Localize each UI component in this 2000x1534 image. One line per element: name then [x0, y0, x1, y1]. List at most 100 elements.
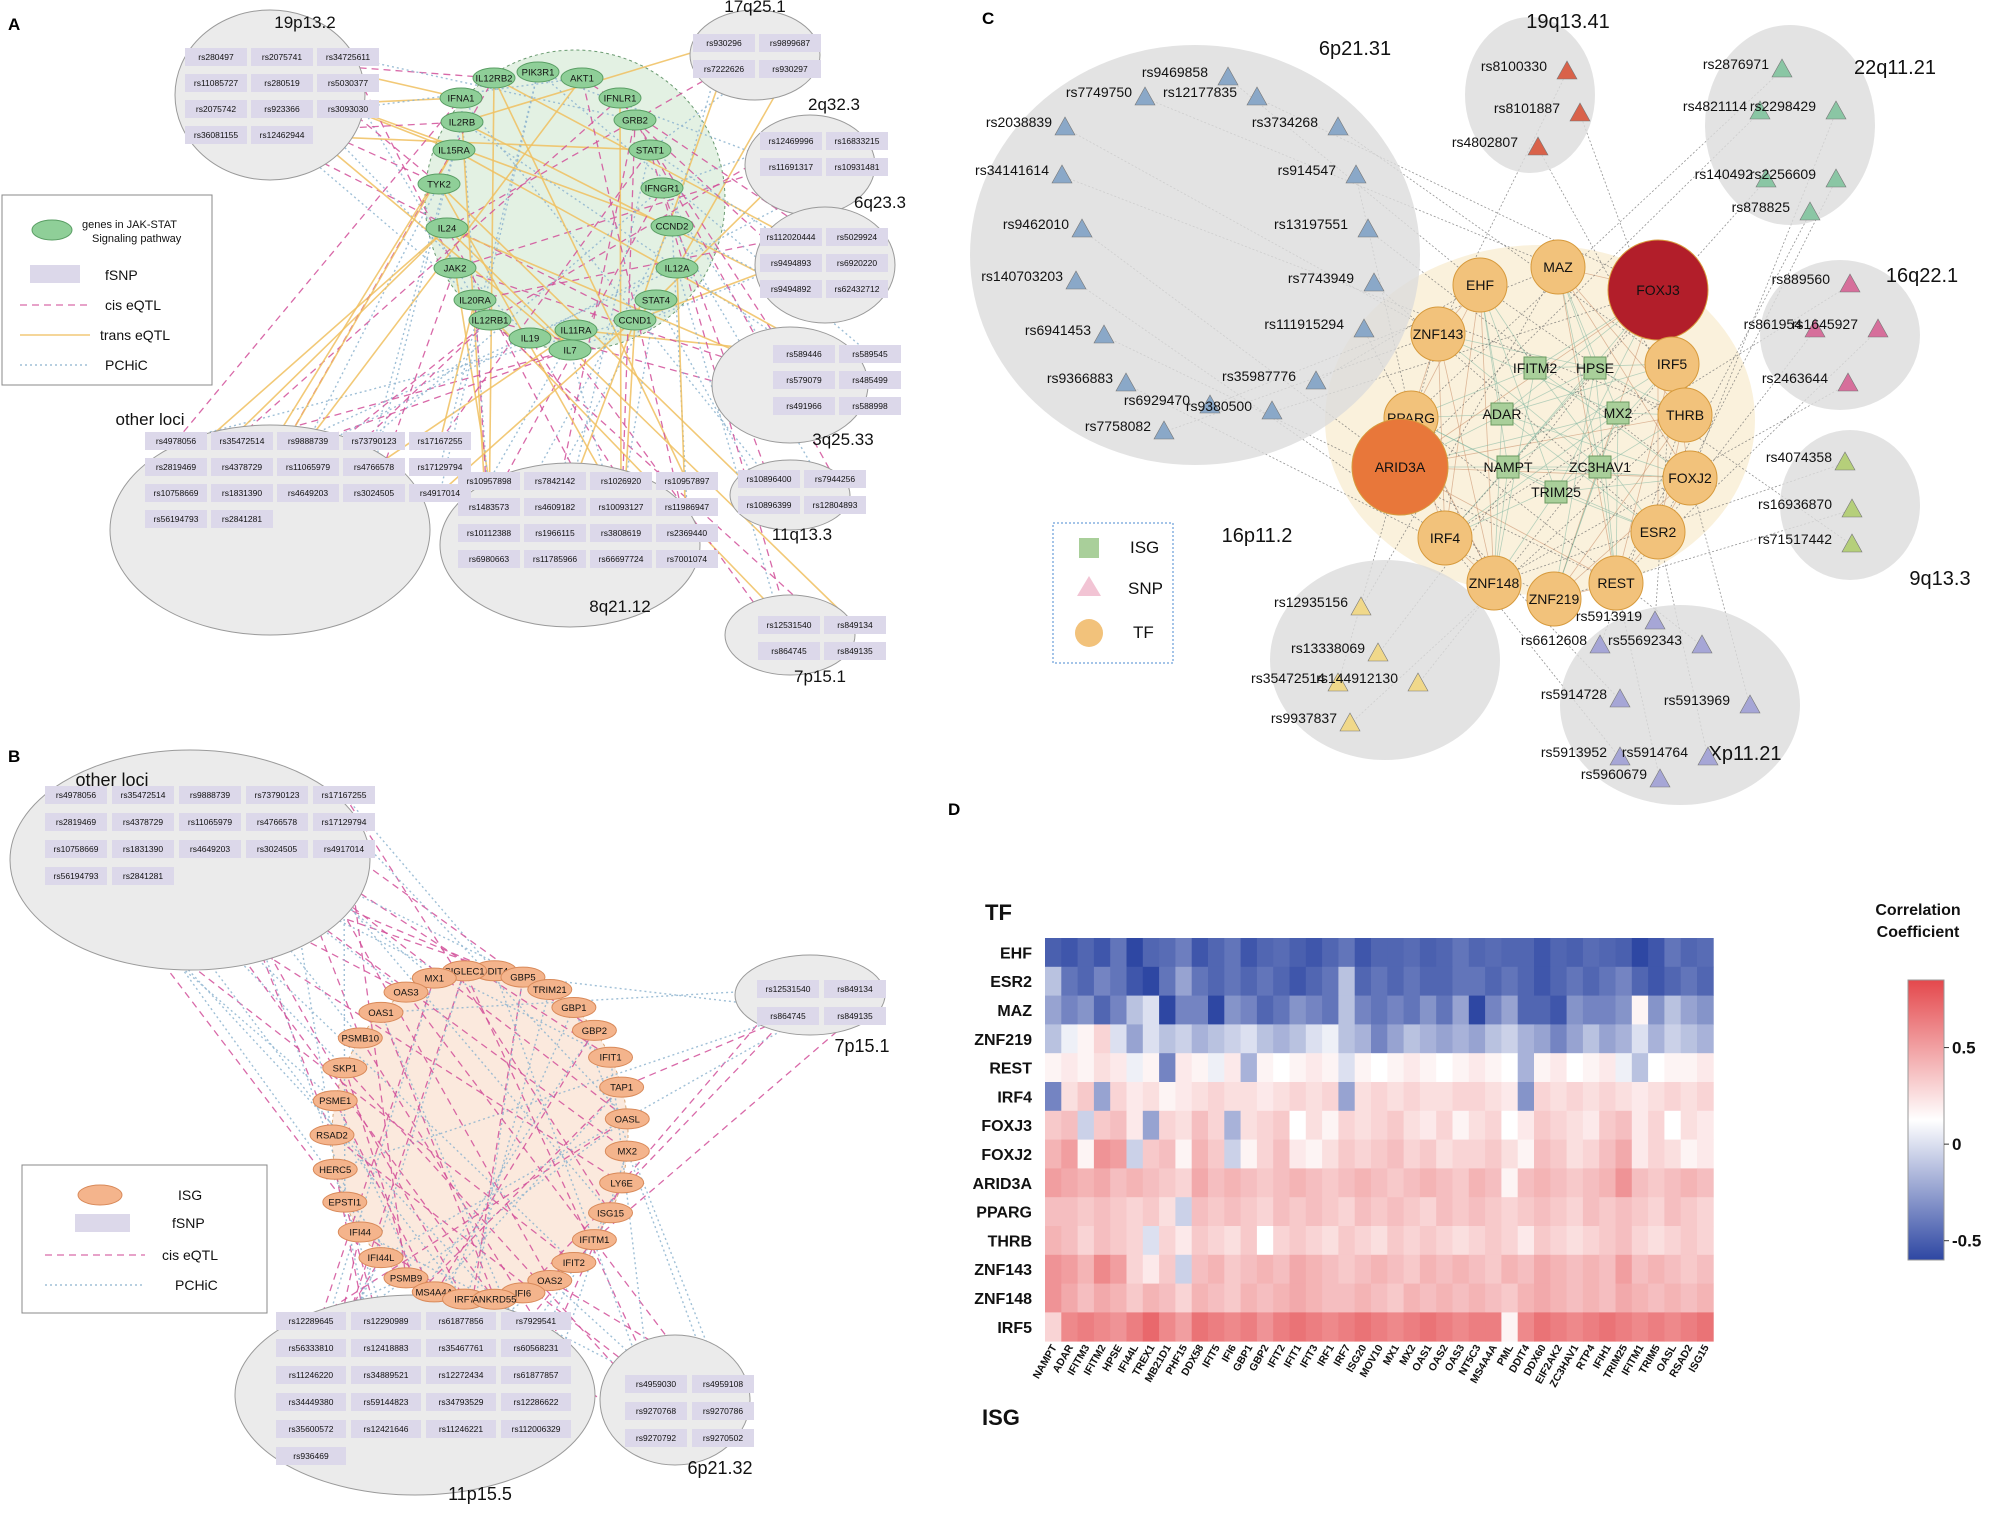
- legend-jak-swatch: [31, 219, 73, 241]
- heatmap-cell: [1289, 938, 1307, 968]
- jak-stat-gene-node: [472, 67, 516, 89]
- heatmap-cell: [1224, 938, 1241, 968]
- fsnp-box: [758, 616, 820, 634]
- snp-tf-edge: [1689, 477, 1751, 707]
- tf-node-label: FOXJ3: [1636, 282, 1680, 298]
- fsnp-label: rs1831390: [123, 844, 163, 854]
- heatmap-cell: [1305, 995, 1323, 1025]
- heatmap-cell: [1110, 995, 1127, 1025]
- heatmap-cell: [1256, 1168, 1274, 1198]
- heatmap-cell: [1045, 966, 1062, 996]
- heatmap-cell: [1322, 995, 1339, 1025]
- tf-isg-edge: [1501, 413, 1659, 533]
- jak-stat-gene-label: PIK3R1: [522, 68, 555, 79]
- snp-label: rs914547: [1278, 162, 1337, 178]
- jak-stat-gene-node: [613, 109, 657, 131]
- snp-label: rs140492: [1695, 166, 1754, 182]
- heatmap-cell: [1599, 1053, 1616, 1083]
- heatmap-cell: [1599, 1024, 1616, 1054]
- heatmap-cell: [1322, 966, 1339, 996]
- snp-triangle: [1261, 400, 1283, 420]
- heatmap-cell: [1322, 1082, 1339, 1112]
- fsnp-box: [112, 813, 174, 831]
- heatmap-row-label: REST: [989, 1061, 1032, 1078]
- snp-label: rs8100330: [1481, 58, 1547, 74]
- heatmap-cell: [1256, 1283, 1274, 1313]
- heatmap-cell: [1697, 1110, 1714, 1140]
- isg-gene-label: EPSTI1: [328, 1198, 361, 1209]
- isg-gene-node: [571, 1229, 617, 1251]
- snp-label: rs889560: [1772, 271, 1831, 287]
- heatmap-cell: [1093, 938, 1111, 968]
- heatmap-cell: [1615, 938, 1633, 968]
- snp-triangle: [1327, 116, 1349, 136]
- isg-gene-label: PSMB10: [342, 1034, 380, 1045]
- fsnp-label: rs9270768: [636, 1406, 676, 1416]
- isg-gene-label: SIGLEC1: [444, 966, 484, 977]
- isg-gene-node: [312, 1158, 358, 1180]
- snp-triangle: [1739, 694, 1761, 714]
- fsnp-label: rs7929541: [516, 1316, 556, 1326]
- heatmap-cell: [1338, 1024, 1356, 1054]
- cis-edge: [142, 875, 622, 1184]
- heatmap-cell: [1387, 1254, 1404, 1284]
- tf-isg-edge: [1444, 412, 1619, 539]
- tf-circle-node: [1466, 555, 1522, 611]
- snp-triangle: [1367, 642, 1389, 662]
- isg-gene-node: [588, 1046, 634, 1068]
- heatmap-cell: [1354, 1110, 1372, 1140]
- heatmap-cell: [1468, 995, 1486, 1025]
- pchic-edge: [142, 821, 611, 1058]
- snp-triangle: [1054, 116, 1076, 136]
- heatmap-cell: [1240, 1254, 1258, 1284]
- tf-isg-edge: [1479, 284, 1557, 493]
- heatmap-cell: [1566, 995, 1584, 1025]
- pchic-edge: [175, 319, 636, 442]
- fsnp-box: [692, 1429, 754, 1447]
- heatmap-cell: [1338, 966, 1356, 996]
- heatmap-cell: [1387, 995, 1404, 1025]
- pchic-edge: [671, 225, 688, 508]
- fsnp-label: rs3093030: [328, 104, 368, 114]
- heatmap-cell: [1273, 995, 1290, 1025]
- heatmap-cell: [1517, 1024, 1535, 1054]
- heatmap-cell: [1061, 1168, 1078, 1198]
- colorbar-tick-label: 0.5: [1952, 1039, 1976, 1058]
- isg-gene-node: [383, 1267, 429, 1289]
- isg-gene-node: [358, 1001, 404, 1023]
- cis-edge: [474, 236, 792, 301]
- cis-edge: [215, 56, 495, 79]
- tf-node-label: ARID3A: [1375, 459, 1426, 475]
- tf-tf-edge: [1479, 284, 1495, 584]
- heatmap-cell: [1142, 995, 1160, 1025]
- heatmap-cell: [1175, 1168, 1193, 1198]
- heatmap-cell: [1159, 1197, 1176, 1227]
- heatmap-row-label: PPARG: [976, 1205, 1032, 1222]
- heatmap-cell: [1501, 938, 1519, 968]
- fsnp-box: [112, 786, 174, 804]
- trans-edge: [175, 227, 448, 468]
- fsnp-box: [185, 48, 247, 66]
- heatmap-cell: [1224, 1053, 1241, 1083]
- heatmap-cell: [1240, 1283, 1258, 1313]
- fsnp-box: [590, 472, 652, 490]
- heatmap-cell: [1436, 938, 1453, 968]
- isg-gene-node: [337, 1027, 383, 1049]
- snp-label: rs12935156: [1274, 594, 1348, 610]
- heatmap-cell: [1452, 1024, 1470, 1054]
- trans-edge: [438, 183, 770, 506]
- heatmap-cell: [1403, 1254, 1421, 1284]
- heatmap-cell: [1305, 1110, 1323, 1140]
- tf-circle-node: [1530, 239, 1586, 295]
- heatmap-cell: [1224, 1168, 1241, 1198]
- jak-stat-gene-node: [655, 257, 699, 279]
- snp-triangle: [1339, 712, 1361, 732]
- jak-stat-gene-node: [433, 257, 477, 279]
- isg-gene-label: OASL: [615, 1114, 640, 1125]
- heatmap-cell: [1256, 966, 1274, 996]
- fsnp-box: [458, 472, 520, 490]
- tf-isg-edge: [1501, 413, 1691, 479]
- heatmap-cell: [1093, 1168, 1111, 1198]
- snp-triangle: [1649, 768, 1671, 788]
- fsnp-label: rs4959030: [636, 1379, 676, 1389]
